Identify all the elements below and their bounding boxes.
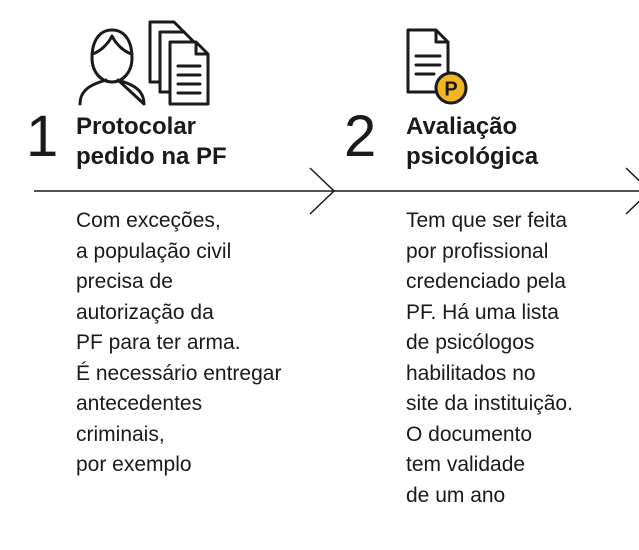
description-line: O documento (406, 422, 533, 446)
step-number: 1 (26, 104, 59, 169)
documents-stack-icon (148, 20, 210, 106)
badge-letter: P (444, 79, 457, 101)
step-title-line: Protocolar (76, 113, 197, 140)
description-line: PF para ter arma. (76, 331, 241, 354)
document-p-badge-icon: P (406, 28, 468, 105)
description-line: habilitados no (406, 361, 536, 385)
description-line: de um ano (406, 483, 506, 507)
description-line: por exemplo (76, 453, 192, 476)
description-line: precisa de (76, 270, 173, 293)
description-line: por profissional (406, 239, 549, 263)
arrow-chevron-icon (309, 167, 336, 215)
description-line: criminais, (76, 422, 165, 446)
step-description: Com exceções, a população civil precisa … (76, 206, 281, 481)
step-number: 2 (344, 104, 377, 169)
step-title-line: psicológica (406, 143, 539, 170)
step-description: Tem que ser feita por profissional crede… (406, 206, 573, 511)
description-line: antecedentes (76, 392, 203, 415)
description-line: tem validade (406, 453, 526, 476)
step-title-line: pedido na PF (76, 143, 227, 170)
description-line: credenciado pela (406, 270, 566, 293)
description-line: a população civil (76, 239, 232, 263)
description-line: autorização da (76, 300, 214, 324)
description-line: site da instituição. (406, 392, 573, 415)
step-2: P 2 Avaliação psicológica Tem que ser fe… (342, 0, 639, 550)
description-line: Tem que ser feita (406, 209, 568, 232)
description-line: Com exceções, (76, 209, 221, 232)
step-title-line: Avaliação (406, 113, 518, 140)
description-line: É necessário entregar (76, 361, 282, 385)
step-title: Protocolar pedido na PF (76, 112, 227, 172)
step-title: Avaliação psicológica (406, 112, 538, 172)
description-line: PF. Há uma lista (406, 300, 559, 324)
person-icon (78, 28, 146, 106)
step-1: 1 Protocolar pedido na PF Com exceções, … (26, 0, 326, 550)
arrow-chevron-icon (625, 167, 639, 215)
description-line: de psicólogos (406, 331, 535, 354)
